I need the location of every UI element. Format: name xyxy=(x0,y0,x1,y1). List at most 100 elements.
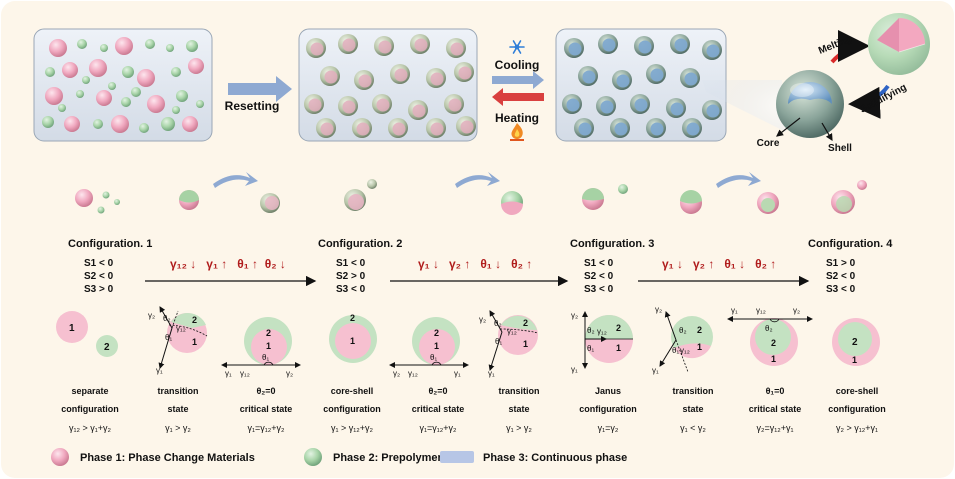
gamma-12: γ₁₂ xyxy=(408,369,418,378)
droplet-core xyxy=(320,122,334,136)
solidifying-arrow xyxy=(848,84,890,119)
droplet-core xyxy=(310,42,324,56)
state-9-l2: critical state xyxy=(749,404,802,414)
phase-1-label: 1 xyxy=(523,339,528,349)
pcm-droplet xyxy=(147,95,165,113)
gamma-2: γ₂ xyxy=(655,305,662,314)
droplet-core xyxy=(566,98,580,112)
gamma-1: γ₁ xyxy=(225,369,232,378)
pcm-droplet xyxy=(111,115,129,133)
droplet-core xyxy=(358,74,372,88)
theta-2: θ₂ xyxy=(679,326,687,335)
gamma-1: γ₁ xyxy=(652,366,659,375)
pcm-droplet xyxy=(115,37,133,55)
droplet-core xyxy=(706,44,720,58)
prepolymer-droplet xyxy=(139,123,149,133)
state-7-eq: γ₁=γ₂ xyxy=(598,423,619,433)
state-8-l1: transition xyxy=(672,386,713,396)
prepolymer-droplet xyxy=(76,90,84,98)
droplet-core xyxy=(568,42,582,56)
pcm-droplet xyxy=(45,87,63,105)
gamma-1: γ₁ xyxy=(156,366,163,375)
gamma-1: γ₁ xyxy=(488,369,495,378)
droplet-core xyxy=(634,98,648,112)
phase-2-label: 2 xyxy=(434,328,439,338)
droplet-core xyxy=(342,100,356,114)
transition-arrows: γ₁₂ ↓ γ₁ ↑ θ₁ ↑ θ₂ ↓ γ₁ ↓ γ₂ ↑ θ₁ ↓ θ₂ ↑… xyxy=(145,257,810,287)
zoomed-particle: Core Shell xyxy=(757,70,852,154)
gamma-1: γ₁ xyxy=(454,369,461,378)
shell-label: Shell xyxy=(828,143,852,154)
state-1-l1: separate xyxy=(71,386,108,396)
config-2-s3: S3 < 0 xyxy=(336,284,366,295)
phase-1-label: 1 xyxy=(434,341,439,351)
theta-2: θ₂ xyxy=(163,314,171,323)
state-9-l1: θ₁=0 xyxy=(766,386,785,396)
schematic-separate: 1 2 xyxy=(56,311,118,357)
droplet-core xyxy=(392,122,406,136)
config-3-s3: S3 < 0 xyxy=(584,284,614,295)
legend-blue-swatch xyxy=(440,451,474,463)
droplet-core xyxy=(458,66,472,80)
state-3-l1: θ₂=0 xyxy=(256,386,275,396)
schematic-transition-c: γ₂ γ₁ γ₁₂ θ₂ θ₁ 2 1 xyxy=(652,305,713,375)
prepolymer-droplet xyxy=(121,97,131,107)
pcm-droplet xyxy=(137,69,155,87)
solidified-droplets xyxy=(562,34,722,138)
state-2-eq: γ₁ > γ₂ xyxy=(165,423,191,433)
droplet-core xyxy=(650,68,664,82)
phase-1-label: 1 xyxy=(852,355,857,365)
droplet-core xyxy=(430,122,444,136)
configuration-labels: Configuration. 1 S1 < 0 S2 < 0 S3 > 0 Co… xyxy=(68,238,893,295)
config-4-title: Configuration. 4 xyxy=(808,238,893,250)
transition-2-params: γ₁ ↓ γ₂ ↑ θ₁ ↓ θ₂ ↑ xyxy=(418,257,532,271)
magnifier-beam xyxy=(702,80,786,132)
droplet-sequence xyxy=(75,172,867,215)
theta-1: θ₁ xyxy=(165,333,172,342)
schematic-core-shell-b: 2 1 xyxy=(832,318,880,366)
gamma-2: γ₂ xyxy=(479,315,486,324)
pcm-droplet xyxy=(62,62,78,78)
droplet-core xyxy=(394,68,408,82)
legend-pink-swatch xyxy=(51,448,69,466)
gamma-12: γ₁₂ xyxy=(507,327,517,336)
schematic-critical-c: γ₁ γ₁₂ γ₂ θ₂ 2 1 xyxy=(727,306,813,366)
prepolymer-droplet xyxy=(196,100,204,108)
state-7-l2: configuration xyxy=(579,404,637,414)
state-6-eq: γ₁ > γ₂ xyxy=(506,423,532,433)
gamma-1: γ₁ xyxy=(731,306,738,315)
core-label: Core xyxy=(757,138,780,149)
prepolymer-droplet xyxy=(45,67,55,77)
sequence-arrow-1 xyxy=(213,172,258,188)
phase-2-label: 2 xyxy=(192,315,197,325)
cutaway-sphere xyxy=(868,13,930,75)
prepolymer-droplet xyxy=(122,66,134,78)
prepolymer-droplet xyxy=(161,117,175,131)
state-4-l2: configuration xyxy=(323,404,381,414)
config-4-s1: S1 > 0 xyxy=(826,258,856,269)
droplet-core xyxy=(616,74,630,88)
pcm-droplet xyxy=(64,116,80,132)
legend-green-swatch xyxy=(304,448,322,466)
state-10-l1: core-shell xyxy=(836,386,879,396)
gamma-12: γ₁₂ xyxy=(597,327,607,336)
core-shell-droplets xyxy=(304,34,476,138)
config-4-s2: S2 < 0 xyxy=(826,271,856,282)
state-9-eq: γ₂=γ₁₂+γ₁ xyxy=(756,423,793,433)
phase-2-label: 2 xyxy=(266,328,271,338)
droplet-core xyxy=(342,38,356,52)
droplet-core xyxy=(324,70,338,84)
schematic-critical-b: 2 1 θ₁ γ₂ γ₁₂ γ₁ xyxy=(389,317,469,378)
gamma-12: γ₁₂ xyxy=(176,324,186,333)
prepolymer-droplet xyxy=(166,44,174,52)
droplet-core xyxy=(614,122,628,136)
phase-1-label: 1 xyxy=(69,323,75,334)
droplet-core xyxy=(376,98,390,112)
state-5-l1: θ₂=0 xyxy=(428,386,447,396)
heating-arrow xyxy=(492,88,544,106)
gamma-2: γ₂ xyxy=(148,311,155,320)
state-8-eq: γ₁ < γ₂ xyxy=(680,423,706,433)
phase-1-label: 1 xyxy=(697,342,702,352)
schematic-transition-b: γ₂ γ₁ γ₁₂ θ₂ θ₁ 2 1 xyxy=(479,310,539,378)
state-2-l1: transition xyxy=(157,386,198,396)
